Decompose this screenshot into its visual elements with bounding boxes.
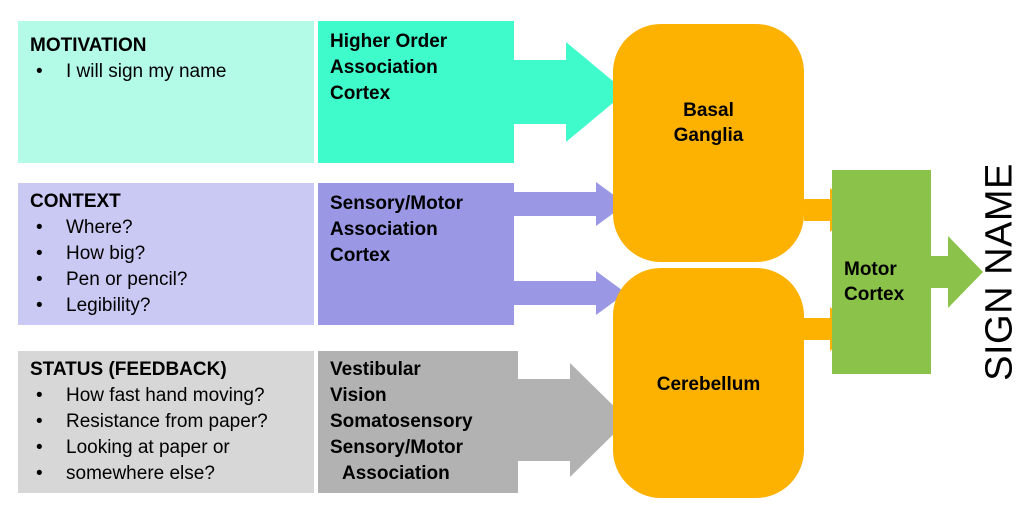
context-heading: CONTEXT	[30, 191, 121, 212]
context-to-basal-arrow	[512, 182, 626, 226]
node-label-line: Motor	[844, 259, 897, 280]
list-item: Where?	[30, 215, 314, 241]
source-line: Association	[330, 57, 438, 78]
list-item: Pen or pencil?	[30, 267, 314, 293]
source-line: Sensory/Motor	[330, 193, 464, 214]
cerebellum-node	[613, 268, 804, 498]
list-item: How big?	[30, 241, 314, 267]
node-label-line: Cerebellum	[656, 374, 761, 395]
higher-order-cortex-box: Higher Order Association Cortex	[318, 21, 514, 163]
context-list: Where? How big? Pen or pencil? Legibilit…	[18, 215, 314, 319]
basal-ganglia-label: Basal Ganglia	[613, 98, 804, 148]
status-heading: STATUS (FEEDBACK)	[30, 359, 227, 380]
source-line: Association	[342, 463, 450, 484]
context-panel: CONTEXT Where? How big? Pen or pencil? L…	[18, 183, 314, 325]
motor-cortex-label: Motor Cortex	[832, 257, 931, 307]
node-label-line: Basal	[683, 100, 734, 121]
cerebellum-label: Cerebellum	[613, 372, 804, 397]
status-panel: STATUS (FEEDBACK) How fast hand moving? …	[18, 351, 314, 493]
motivation-heading: MOTIVATION	[30, 35, 147, 56]
status-list: How fast hand moving? Resistance from pa…	[18, 383, 314, 487]
list-item: somewhere else?	[30, 461, 314, 487]
source-line: Association	[330, 219, 438, 240]
feedback-sources-box: Vestibular Vision Somatosensory Sensory/…	[318, 351, 518, 493]
context-to-cerebellum-arrow	[512, 271, 626, 315]
sensory-motor-cortex-box: Sensory/Motor Association Cortex	[318, 183, 514, 325]
output-label: SIGN NAME	[978, 163, 1021, 381]
node-label-line: Ganglia	[673, 125, 744, 146]
list-item: Resistance from paper?	[30, 409, 314, 435]
motor-cortex-node	[832, 170, 931, 374]
source-line: Vision	[330, 385, 387, 406]
output-arrow	[931, 236, 983, 308]
list-item: Looking at paper or	[30, 435, 314, 461]
node-label-line: Cortex	[844, 284, 905, 305]
list-item: I will sign my name	[30, 59, 314, 85]
basal-ganglia-node	[613, 24, 804, 262]
source-line: Cortex	[330, 245, 391, 266]
source-line: Somatosensory	[330, 411, 473, 432]
source-line: Vestibular	[330, 359, 421, 380]
motivation-arrow	[512, 42, 626, 142]
status-arrow	[516, 363, 628, 477]
source-line: Cortex	[330, 83, 391, 104]
source-line: Higher Order	[330, 31, 448, 52]
list-item: Legibility?	[30, 293, 314, 319]
motivation-list: I will sign my name	[18, 59, 314, 85]
source-line: Sensory/Motor	[330, 437, 464, 458]
list-item: How fast hand moving?	[30, 383, 314, 409]
motivation-panel: MOTIVATION I will sign my name	[18, 21, 314, 163]
